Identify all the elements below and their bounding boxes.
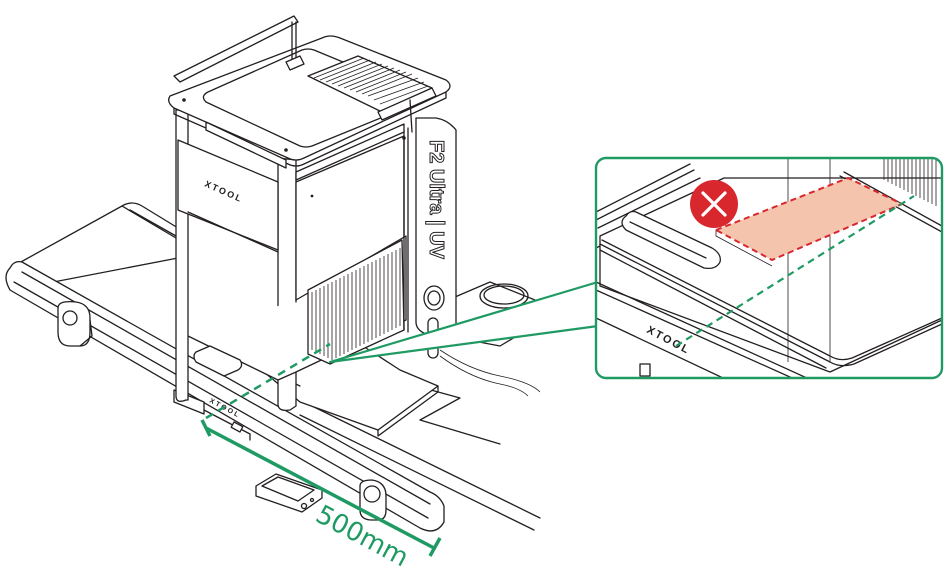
laser-machine: XTOOL F2 Ultra | UV [168, 15, 457, 412]
callout-frame [594, 156, 944, 380]
power-button [423, 285, 445, 311]
callout-box: XTOOL [594, 156, 944, 380]
error-x-icon [690, 180, 738, 228]
laser-path-line [205, 342, 331, 420]
conveyor-knob-right [359, 479, 387, 521]
conveyor-knob-left [57, 300, 93, 347]
controller-pad [255, 473, 323, 513]
machine-lid [168, 15, 451, 198]
model-label: F2 Ultra | UV [425, 140, 447, 260]
callout-laser-path [675, 195, 915, 347]
heatsink [307, 239, 405, 365]
